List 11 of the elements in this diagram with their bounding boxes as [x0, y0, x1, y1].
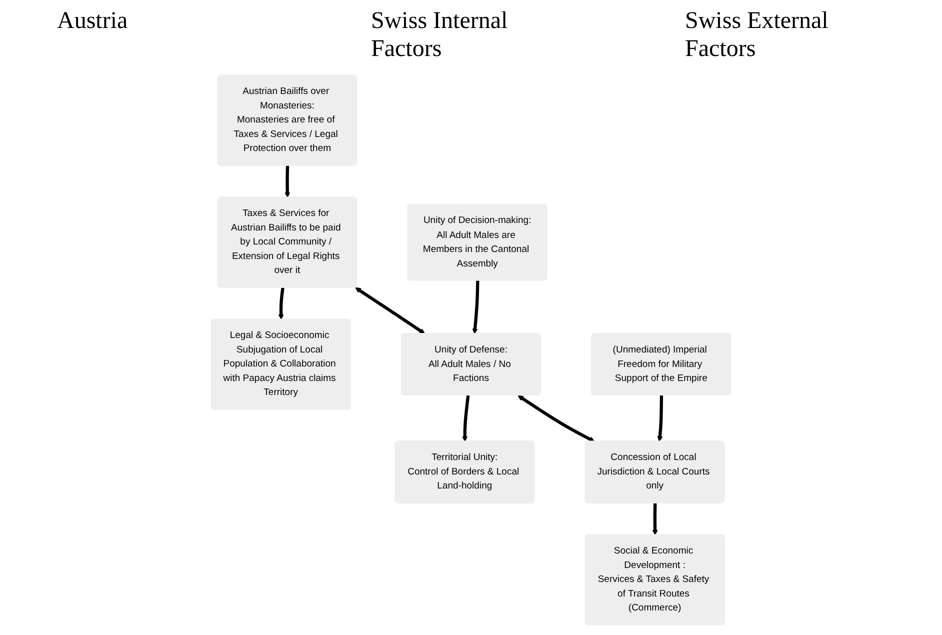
arrow	[472, 280, 480, 334]
arrow	[657, 395, 664, 442]
column-heading: Austria	[57, 8, 129, 36]
arrow	[462, 395, 470, 442]
arrow	[518, 395, 595, 442]
arrow	[284, 166, 290, 198]
column-heading: Swiss Internal Factors	[371, 8, 509, 64]
arrow	[278, 288, 284, 320]
arrow	[355, 287, 426, 334]
column-heading: Swiss External Factors	[685, 8, 830, 64]
arrow	[652, 503, 658, 536]
